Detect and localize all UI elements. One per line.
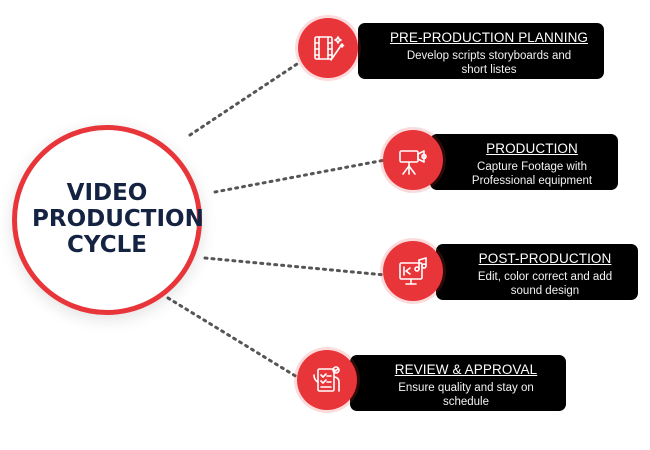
center-title: VIDEO PRODUCTION CYCLE bbox=[32, 180, 204, 258]
center-title-line: CYCLE bbox=[67, 231, 147, 258]
step-title: PRE-PRODUCTION PLANNING bbox=[389, 30, 589, 45]
step-icon-circle bbox=[383, 130, 443, 190]
step-card: POST-PRODUCTION Edit, color correct and … bbox=[436, 244, 638, 300]
step-desc-line: short listes bbox=[461, 64, 517, 76]
step-icon-circle bbox=[383, 241, 443, 301]
step-card: PRODUCTION Capture Footage with Professi… bbox=[430, 134, 618, 190]
checklist-approval-icon bbox=[313, 366, 340, 392]
connector-post-production bbox=[203, 256, 387, 277]
step-title: POST-PRODUCTION bbox=[478, 251, 612, 266]
step-desc-line: sound design bbox=[510, 285, 580, 297]
center-circle: VIDEO PRODUCTION CYCLE bbox=[12, 125, 204, 315]
step-desc-line: Capture Footage with bbox=[477, 161, 587, 173]
center-title-line: VIDEO bbox=[66, 180, 148, 207]
step-title: PRODUCTION bbox=[486, 141, 578, 156]
step-icon-circle bbox=[297, 350, 357, 410]
step-title: REVIEW & APPROVAL bbox=[394, 362, 538, 377]
step-desc-line: Ensure quality and stay on bbox=[398, 382, 534, 394]
step-desc-line: Develop scripts storyboards and bbox=[406, 50, 572, 62]
connector-pre-production bbox=[188, 60, 302, 137]
step-card: REVIEW & APPROVAL Ensure quality and sta… bbox=[350, 355, 566, 411]
step-card: PRE-PRODUCTION PLANNING Develop scripts … bbox=[358, 23, 604, 79]
step-desc-line: Edit, color correct and add bbox=[477, 271, 613, 283]
step-desc-line: Professional equipment bbox=[471, 175, 593, 187]
step-icon-circle bbox=[298, 18, 358, 78]
connector-review bbox=[166, 296, 304, 382]
step-desc-line: schedule bbox=[442, 396, 490, 408]
film-wand-icon bbox=[314, 36, 345, 61]
monitor-music-edit-icon bbox=[399, 257, 427, 285]
center-title-line: PRODUCTION bbox=[32, 206, 204, 233]
video-camera-tripod-icon bbox=[399, 150, 427, 175]
connector-production bbox=[213, 158, 387, 194]
